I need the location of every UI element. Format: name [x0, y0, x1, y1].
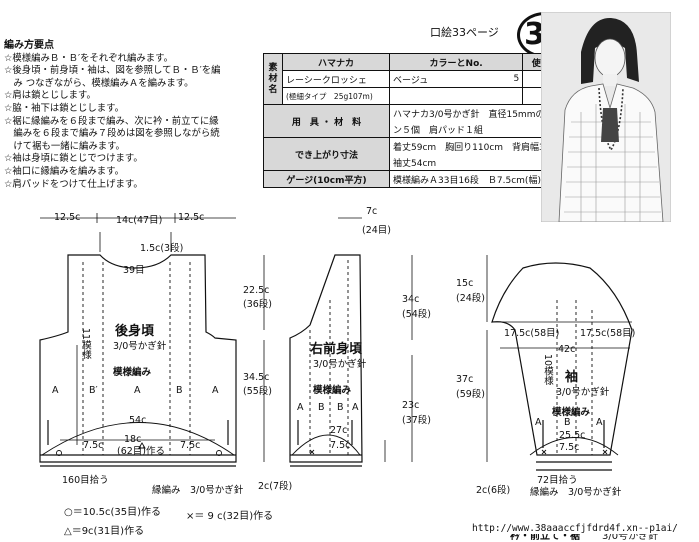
front-col-b1: B: [318, 402, 325, 413]
back-pattern: 模様編み: [113, 367, 152, 378]
legend-circle: ○＝10.5c(35目)作る: [64, 507, 162, 518]
sleeve-seg: 7.5c: [559, 442, 580, 453]
model-photo: [541, 12, 671, 222]
front-height-1: 34c: [402, 294, 420, 305]
sleeve-shoulder-left: 17.5c(58目): [504, 328, 560, 339]
sleeve-col-b: B: [564, 417, 571, 428]
front-height-2-rows: (37段): [402, 415, 432, 426]
back-height-1-rows: (36段): [243, 299, 273, 310]
back-col-b: B: [176, 385, 183, 396]
back-col-a1: A: [52, 385, 59, 396]
gauge-value: 模様編みＡ33目16段 Ｂ7.5cm(幅): [388, 170, 569, 188]
instruction-line: けて裾も一緒に編みます。: [4, 140, 125, 152]
back-side-label: 11模様: [80, 328, 91, 360]
instruction-line: ☆肩は鎖とじします。: [4, 90, 96, 102]
front-title: 右前身頃: [310, 342, 363, 357]
instruction-line: み つなぎながら、模様編みＡを編みます。: [4, 77, 194, 89]
sleeve-border: 縁編み 3/0号かぎ針: [530, 487, 622, 498]
back-col-a3: A: [212, 385, 219, 396]
back-top-width-3: 12.5c: [178, 212, 205, 223]
sleeve-pickup: 72目拾う: [537, 475, 578, 486]
sleeve-hook: 3/0号かぎ針: [556, 387, 610, 398]
sleeve-shoulder-right: 17.5c(58目): [580, 328, 636, 339]
collar-hook: 3/0号かぎ針: [602, 531, 659, 542]
front-height-2: 23c: [402, 400, 420, 411]
sleeve-col-a2: A: [596, 417, 603, 428]
sleeve-col-a1: A: [535, 417, 542, 428]
back-top-width-1: 12.5c: [54, 212, 81, 223]
front-height-1-rows: (54段): [402, 309, 432, 320]
sleeve-title: 袖: [565, 370, 579, 385]
legend-triangle: △＝9c(31目)作る: [64, 526, 145, 537]
front-width: 27c: [330, 425, 348, 436]
back-border: 縁編み 3/0号かぎ針: [152, 485, 244, 496]
instruction-line: 編みを６段まで編み７段めは図を参照しながら続: [4, 128, 220, 140]
front-bottom: 2c(7段): [258, 481, 293, 492]
front-col-a2: A: [352, 402, 359, 413]
sleeve-height-2-rows: (59段): [456, 389, 486, 400]
sleeve-bottom: 2c(6段): [476, 485, 511, 496]
size-label: でき上がり寸法: [263, 137, 390, 171]
material-label: 素材名: [263, 53, 283, 105]
back-seg-1: 7.5c: [83, 440, 104, 451]
back-height-2-rows: (55段): [243, 386, 273, 397]
instruction-line: ☆袖は身頃に鎖とじでつけます。: [4, 153, 143, 165]
instruction-line: ☆裾に縁編みを６段まで編み、次に衿・前立てに縁: [4, 115, 219, 127]
front-seg: 7.5c: [330, 440, 351, 451]
back-title: 後身頃: [115, 324, 155, 339]
back-hook: 3/0号かぎ針: [113, 341, 167, 352]
gauge-label: ゲージ(10cm平方): [263, 170, 390, 188]
legend-cross: ×＝ 9 c(32目)作る: [186, 511, 274, 522]
back-height-2: 34.5c: [243, 372, 270, 383]
back-shoulder-drop: 1.5c(3段): [140, 243, 184, 254]
instruction-line: ☆後身頃・前身頃・袖は、図を参照してＢ・Ｂ′を編: [4, 65, 221, 77]
collar-label: 衿・前立て・裾: [510, 531, 580, 542]
instructions-heading: 編み方要点: [4, 40, 54, 51]
sleeve-width: 42c: [558, 344, 576, 355]
front-body-outline: [289, 254, 363, 463]
spec-table: 素材名 ハマナカ カラーとNo. 使用量 レーシークロッシェ ベージュ 5 45…: [263, 53, 569, 188]
sleeve-cuff: 25.5c: [559, 430, 586, 441]
sleeve-height-2: 37c: [456, 374, 474, 385]
watermark-url[interactable]: http://www.38aaaccfjfdrd4f.xn--p1ai/: [472, 523, 678, 534]
back-col-a2: A: [134, 385, 141, 396]
instruction-line: ☆袖口に縁編みを編みます。: [4, 165, 124, 177]
back-seg-3: 7.5c: [180, 440, 201, 451]
front-col-a1: A: [297, 402, 304, 413]
back-col-bp: B′: [89, 385, 98, 396]
front-top-rows: (24目): [362, 225, 392, 236]
sleeve-height-1-rows: (24段): [456, 293, 486, 304]
sleeve-pattern: 模様編み: [552, 407, 591, 418]
front-top: 7c: [366, 206, 378, 217]
back-body-outline: [39, 254, 237, 463]
back-width: 54c: [129, 415, 147, 426]
back-height-1: 22.5c: [243, 285, 270, 296]
sleeve-outline: [491, 262, 633, 456]
page-reference: 口絵33ページ: [430, 26, 499, 39]
back-pickup: 160目拾う: [62, 475, 109, 486]
instruction-line: ☆脇・袖下は鎖とじします。: [4, 102, 124, 114]
instructions-block: 編み方要点 ☆模様編みＢ・Ｂ′をそれぞれ編みます。 ☆後身頃・前身頃・袖は、図を…: [4, 40, 262, 191]
front-pattern: 模様編み: [313, 385, 352, 396]
tools-label: 用 具 ・ 材 料: [263, 104, 390, 138]
back-top-width-2: 14c(47目): [116, 215, 163, 226]
instruction-line: ☆模様編みＢ・Ｂ′をそれぞれ編みます。: [4, 52, 173, 64]
sleeve-height-1: 15c: [456, 278, 474, 289]
front-col-b2: B: [337, 402, 344, 413]
back-neck: 39目: [123, 265, 145, 276]
instruction-line: ☆肩パッドをつけて仕上げます。: [4, 178, 143, 190]
back-seg-2: 18c: [124, 434, 142, 445]
sleeve-side-label: 10模様: [542, 354, 553, 386]
front-hook: 3/0号かぎ針: [313, 359, 367, 370]
back-seg-2-rows: (62目)作る: [117, 446, 166, 457]
